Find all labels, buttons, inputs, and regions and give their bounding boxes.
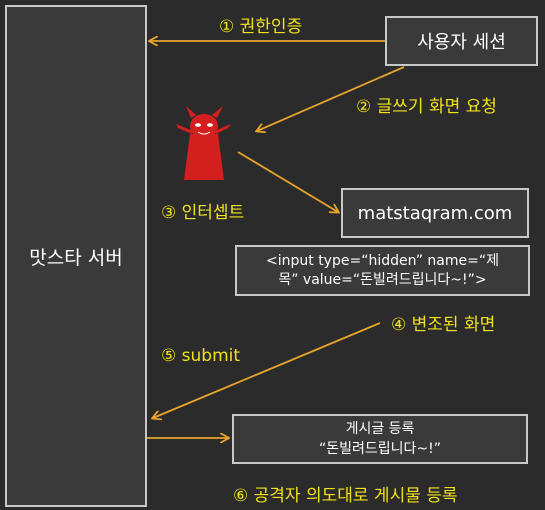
injected-input-line-1: <input type=“hidden” name=“제 <box>266 252 499 269</box>
registered-post-box: 게시글 등록 “돈빌려드립니다~!” <box>232 414 528 464</box>
injected-input-box: <input type=“hidden” name=“제 목” value=“돈… <box>235 245 530 296</box>
matsta-server-box: 맛스타 서버 <box>5 5 147 507</box>
session-label: 사용자 세션 <box>417 32 506 53</box>
step-3-label: ③ 인터셉트 <box>161 203 245 223</box>
step-5-label: ⑤ submit <box>161 346 241 366</box>
user-session-box: 사용자 세션 <box>385 16 538 66</box>
step-2-label: ② 글쓰기 화면 요청 <box>356 97 497 117</box>
arrow-tampered-page-submit <box>153 322 381 418</box>
post-line-2: “돈빌려드립니다~!” <box>318 441 441 457</box>
arrow-intercept <box>237 151 338 212</box>
phishing-domain-box: matstaqram.com <box>341 188 529 238</box>
step-1-label: ① 권한인증 <box>219 17 303 37</box>
step-6-label: ⑥ 공격자 의도대로 게시물 등록 <box>233 486 458 506</box>
server-label: 맛스타 서버 <box>29 246 123 269</box>
injected-input-line-2: 목” value=“돈빌려드립니다~!”> <box>278 271 487 288</box>
post-line-1: 게시글 등록 <box>345 421 415 437</box>
step-4-label: ④ 변조된 화면 <box>391 315 496 335</box>
domain-label: matstaqram.com <box>357 202 513 224</box>
arrow-request-write-page <box>257 66 405 131</box>
